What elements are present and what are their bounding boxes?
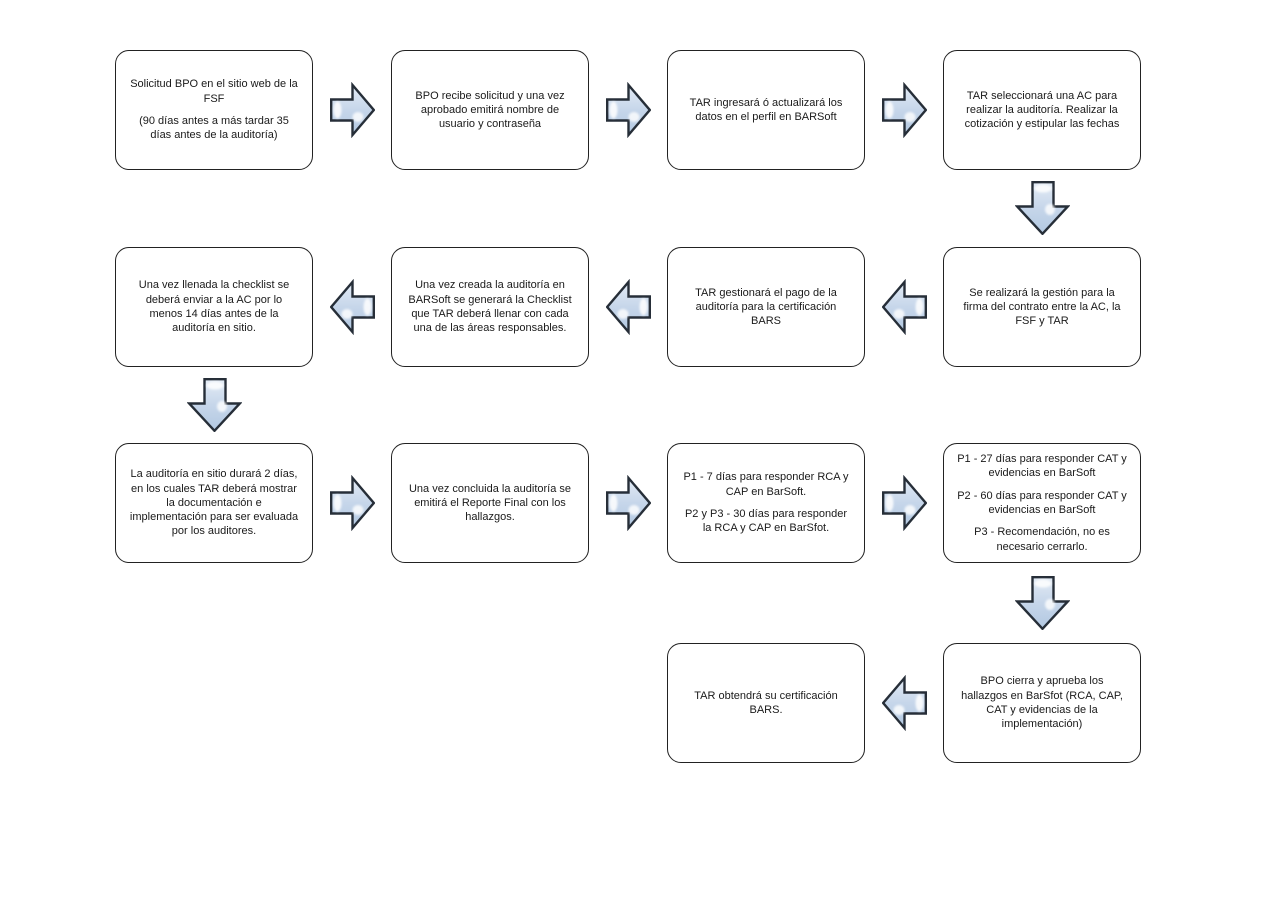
box-text: TAR ingresará ó actualizará los datos en… xyxy=(689,96,843,123)
box-text: (90 días antes a más tardar 35 días ante… xyxy=(139,115,289,142)
box-text: TAR gestionará el pago de la auditoría p… xyxy=(695,286,837,328)
flow-box-checklist-generada: Una vez creada la auditoría en BARSoft s… xyxy=(391,247,589,367)
arrow-left-icon xyxy=(882,279,927,335)
flow-box-tar-selecciona-ac: TAR seleccionará una AC para realizar la… xyxy=(943,50,1141,170)
flow-box-tar-certificacion: TAR obtendrá su certificación BARS. xyxy=(667,643,865,763)
flow-box-bpo-cierra-hallazgos: BPO cierra y aprueba los hallazgos en Ba… xyxy=(943,643,1141,763)
box-text: P2 y P3 - 30 días para responder la RCA … xyxy=(684,508,848,535)
flow-box-bpo-recibe-solicitud: BPO recibe solicitud y una vez aprobado … xyxy=(391,50,589,170)
box-text: P2 - 60 días para responder CAT y eviden… xyxy=(957,489,1127,516)
flow-box-checklist-enviada: Una vez llenada la checklist se deberá e… xyxy=(115,247,313,367)
flow-box-plazos-rca-cap: P1 - 7 días para responder RCA y CAP en … xyxy=(667,443,865,563)
flow-box-solicitud-bpo: Solicitud BPO en el sitio web de la FSF … xyxy=(115,50,313,170)
box-text: Una vez llenada la checklist se deberá e… xyxy=(138,279,290,335)
arrow-right-icon xyxy=(882,82,927,138)
box-text: Una vez concluida la auditoría se emitir… xyxy=(408,482,572,524)
arrow-down-icon xyxy=(1015,181,1070,235)
flow-box-reporte-final: Una vez concluida la auditoría se emitir… xyxy=(391,443,589,563)
flow-box-tar-gestiona-pago: TAR gestionará el pago de la auditoría p… xyxy=(667,247,865,367)
arrow-left-icon xyxy=(606,279,651,335)
box-text: BPO cierra y aprueba los hallazgos en Ba… xyxy=(961,675,1123,731)
box-text: P3 - Recomendación, no es necesario cerr… xyxy=(974,526,1110,553)
box-text: P1 - 27 días para responder CAT y eviden… xyxy=(957,453,1127,480)
arrow-right-icon xyxy=(330,82,375,138)
arrow-left-icon xyxy=(330,279,375,335)
box-text: P1 - 7 días para responder RCA y CAP en … xyxy=(683,471,849,498)
flow-box-tar-ingresa-datos: TAR ingresará ó actualizará los datos en… xyxy=(667,50,865,170)
box-text: TAR seleccionará una AC para realizar la… xyxy=(964,89,1120,131)
box-text: Una vez creada la auditoría en BARSoft s… xyxy=(408,279,572,335)
arrow-down-icon xyxy=(1015,576,1070,630)
box-text: TAR obtendrá su certificación BARS. xyxy=(694,689,838,716)
arrow-left-icon xyxy=(882,675,927,731)
flow-box-plazos-cat-evidencias: P1 - 27 días para responder CAT y eviden… xyxy=(943,443,1141,563)
box-text: Solicitud BPO en el sitio web de la FSF xyxy=(130,78,298,105)
arrow-right-icon xyxy=(330,475,375,531)
arrow-right-icon xyxy=(606,475,651,531)
flow-box-gestion-firma-contrato: Se realizará la gestión para la firma de… xyxy=(943,247,1141,367)
arrow-down-icon xyxy=(187,378,242,432)
box-text: Se realizará la gestión para la firma de… xyxy=(963,286,1121,328)
arrow-right-icon xyxy=(882,475,927,531)
arrow-right-icon xyxy=(606,82,651,138)
box-text: La auditoría en sitio durará 2 días, en … xyxy=(129,468,299,538)
flow-box-auditoria-en-sitio: La auditoría en sitio durará 2 días, en … xyxy=(115,443,313,563)
box-text: BPO recibe solicitud y una vez aprobado … xyxy=(415,89,565,131)
